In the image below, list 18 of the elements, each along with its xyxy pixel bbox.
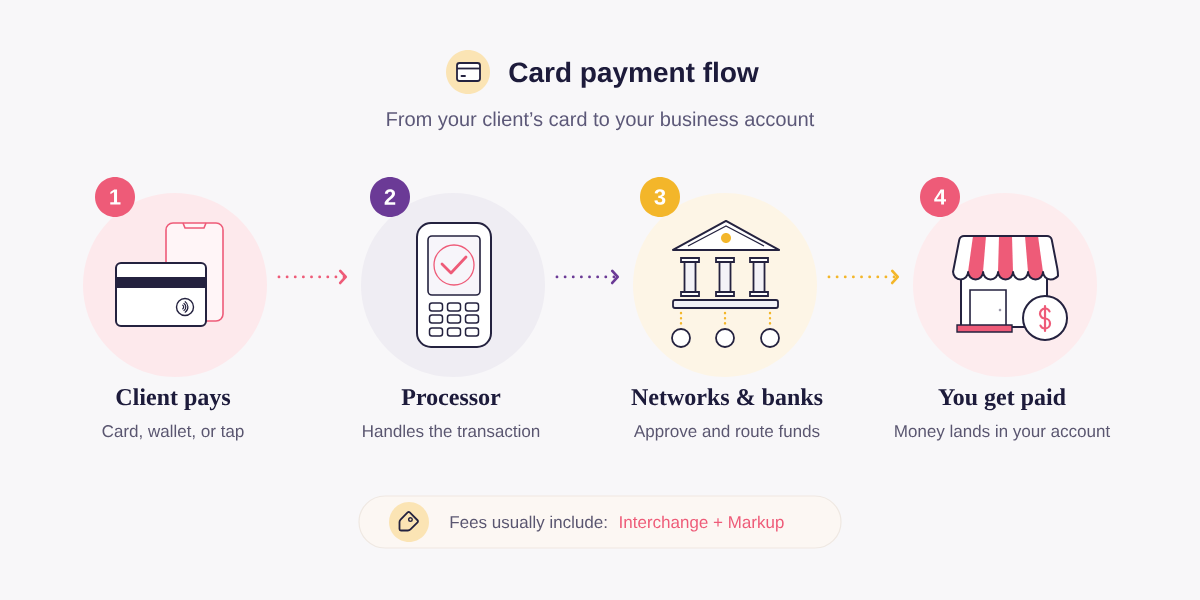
step-title: You get paid	[938, 388, 1066, 411]
subtitle: From your client’s card to your business account	[387, 111, 815, 131]
arrow	[555, 269, 620, 285]
step-number-badge: 2	[370, 177, 410, 217]
step-number-badge: 1	[95, 177, 135, 217]
step-title: Processor	[401, 389, 501, 406]
step-description: Handles the transaction	[363, 424, 540, 438]
fee-banner: Fees usually include: Interchange + Markup	[358, 495, 842, 549]
title: Card payment flow	[509, 61, 759, 88]
step-title: Networks & banks	[631, 388, 823, 406]
arrow	[827, 269, 900, 285]
step-number-badge: 3	[640, 177, 680, 217]
step-description: Approve and route funds	[633, 424, 820, 441]
step-description: Money lands in your account	[895, 424, 1111, 441]
step-description: Card, wallet, or tap	[102, 424, 244, 441]
arrow	[277, 269, 348, 285]
step-title: Client pays	[116, 388, 231, 411]
step-number-badge: 4	[920, 177, 960, 217]
